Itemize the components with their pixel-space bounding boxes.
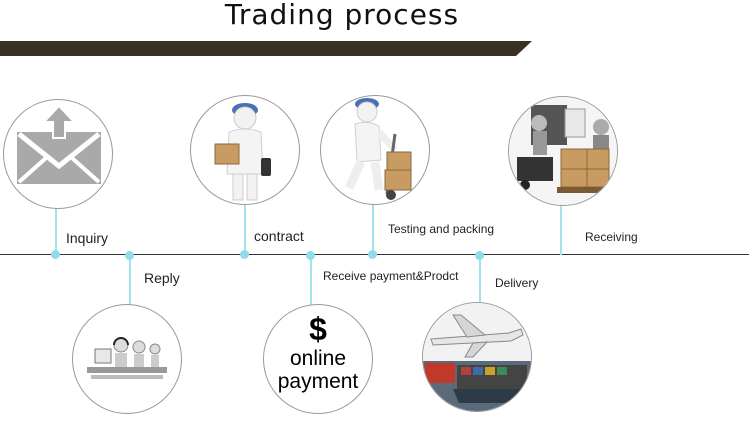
worker-hand-truck-icon bbox=[321, 96, 429, 204]
contract-dot bbox=[240, 250, 249, 259]
receiving-label: Receiving bbox=[585, 230, 638, 244]
receiving-circle bbox=[508, 96, 618, 206]
receiving-connector bbox=[560, 203, 562, 255]
receive-payment-dot bbox=[475, 251, 484, 260]
inquiry-label: Inquiry bbox=[66, 230, 108, 246]
dollar-sign: $ bbox=[264, 311, 372, 348]
inquiry-dot bbox=[51, 250, 60, 259]
testing-connector bbox=[372, 201, 374, 255]
contract-connector bbox=[244, 201, 246, 255]
online-payment-circle: $ online payment bbox=[263, 304, 373, 414]
testing-dot bbox=[368, 250, 377, 259]
inquiry-circle bbox=[3, 99, 113, 209]
worker-with-box-icon bbox=[191, 96, 299, 204]
reply-dot bbox=[125, 251, 134, 260]
reply-label: Reply bbox=[144, 270, 180, 286]
testing-circle bbox=[320, 95, 430, 205]
title-underline-bar bbox=[0, 36, 749, 58]
page-title: Trading process bbox=[0, 0, 684, 31]
testing-label: Testing and packing bbox=[388, 222, 494, 236]
reply-circle bbox=[72, 304, 182, 414]
receive-payment-connector bbox=[479, 255, 481, 302]
delivery-label: Delivery bbox=[495, 276, 538, 290]
payment-dot bbox=[306, 251, 315, 260]
contract-label: contract bbox=[254, 228, 304, 244]
plane-truck-ship-icon bbox=[423, 303, 531, 411]
robot-forklift-boxes-icon bbox=[509, 97, 617, 205]
receive-payment-label: Receive payment&Prodct bbox=[323, 269, 458, 283]
payment-text: payment bbox=[264, 370, 372, 394]
reply-connector bbox=[129, 255, 131, 306]
online-text: online bbox=[264, 347, 372, 371]
delivery-circle bbox=[422, 302, 532, 412]
payment-connector bbox=[310, 255, 312, 305]
inquiry-connector bbox=[55, 205, 57, 255]
mail-upload-icon bbox=[4, 100, 112, 208]
support-agents-icon bbox=[73, 305, 181, 413]
contract-circle bbox=[190, 95, 300, 205]
